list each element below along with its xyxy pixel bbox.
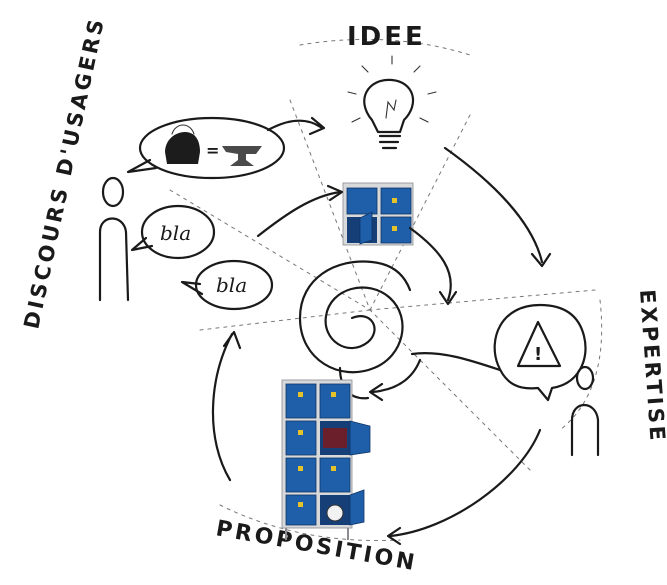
equals-sign: = bbox=[206, 141, 222, 160]
speech-bubble-1: bla bbox=[130, 204, 216, 260]
large-locker-image bbox=[281, 379, 371, 540]
warning-bubble: ! bbox=[493, 303, 587, 402]
label-idee: IDEE bbox=[347, 22, 426, 52]
handbag-icon bbox=[165, 132, 200, 164]
warning-symbol: ! bbox=[534, 344, 545, 365]
expert-figure-right bbox=[570, 365, 600, 457]
equation-thought-bubble: = bbox=[126, 116, 286, 180]
speech-bubble-2: bla bbox=[180, 259, 274, 311]
anvil-icon bbox=[222, 146, 262, 166]
speech-bubble-1-text: bla bbox=[160, 221, 191, 245]
lightbulb-icon bbox=[347, 55, 437, 150]
speech-bubble-2-text: bla bbox=[216, 273, 247, 297]
center-spiral bbox=[298, 260, 412, 374]
label-discours-usagers: DISCOURS D'USAGERS bbox=[19, 15, 109, 331]
label-expertise: EXPERTISE bbox=[635, 289, 667, 444]
warning-triangle-icon bbox=[516, 320, 562, 368]
small-locker-image bbox=[342, 182, 414, 246]
user-figure-left bbox=[98, 176, 130, 302]
flow-arrows bbox=[211, 116, 552, 546]
sector-dividers bbox=[169, 38, 603, 542]
